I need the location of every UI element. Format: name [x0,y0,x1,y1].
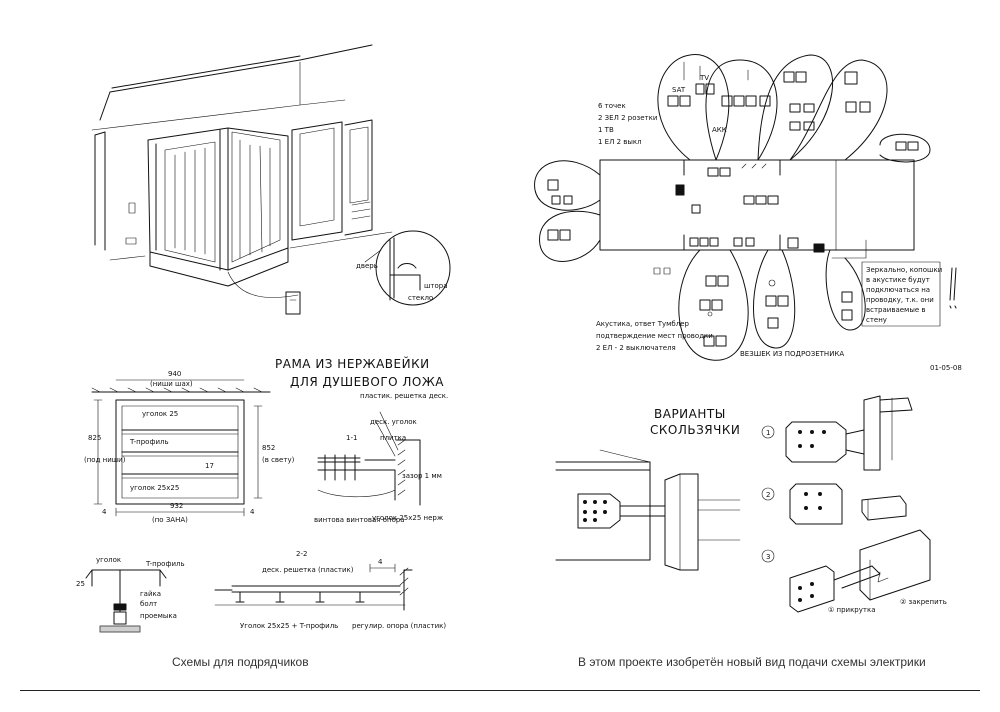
bottom-rule [20,690,980,691]
note-main-6: стену [866,316,887,324]
balloon-top-right [757,54,833,161]
label-tile: плитка [380,434,406,442]
variant-3-number: 3 [766,553,770,561]
sliding-variant-2: 2 [761,483,907,525]
note-main-4: проводку, т.к. они [866,296,934,304]
frame-title: РАМА ИЗ НЕРЖАВЕЙКИ ДЛЯ ДУШЕВОГО ЛОЖА [275,356,444,389]
label-adjustable-support: регулир. опора (пластик) [352,622,446,630]
balloon-top-far-right [789,59,888,161]
balloon-bottom-right [825,249,866,331]
label-t-profile: T-профиль [129,438,169,446]
dim-right: 852 [262,444,275,452]
balloon-top-left [657,54,730,161]
label-gap: зазор 1 мм [402,472,442,480]
hint-six-points: 6 точек [598,102,626,110]
socket-symbols [547,61,919,347]
note-main-3: подключаться на [866,286,930,294]
sliding-variant-3: 3 ① прикрутка ② закрепить [761,529,947,614]
legend-line-2: подтверждение мест проводки [596,332,713,340]
label-zakrepit: ② закрепить [900,598,947,606]
balloon-left-lower [539,210,601,262]
dim-left-sub: (под ниши) [84,456,126,464]
label-curtain: штора [424,282,448,290]
hint-switches: 1 ЕЛ 2 выкл [598,138,642,146]
label-17: 17 [205,462,214,470]
frame-title-line2: ДЛЯ ДУШЕВОГО ЛОЖА [290,375,444,389]
sliding-title-line2: СКОЛЬЗЯЧКИ [650,423,740,437]
label-corner-small: уголок [96,556,121,564]
sliding-title-line1: ВАРИАНТЫ [654,407,726,421]
label-deck-grid: деск. решетка (пластик) [262,566,354,574]
dim-width-top: 940 [168,370,181,378]
room-perspective-sketch: дверь штора стекло [91,44,451,315]
label-sat: SAT [672,86,686,94]
electrical-plan: 6 точек 2 ЗЕЛ 2 розетки 1 ТВ 1 ЕЛ 2 выкл… [534,54,962,372]
dim-4-right: 4 [250,508,255,516]
balloon-right-small [879,133,931,163]
label-screw-support: винтова винтовая опора [314,516,405,524]
balloon-left-upper [534,160,601,211]
label-tv: TV [699,74,709,82]
caption-left: Схемы для подрядчиков [172,655,309,669]
legend-line-1: Акустика, ответ Тумблер [596,320,689,328]
label-corner-steel: уголок 25х25 нерж [372,514,444,522]
note-main-5: встраиваемые в [866,306,926,314]
label-deck-corner: деск. уголок [370,418,417,426]
label-corner-25-t: Уголок 25х25 + T-профиль [240,622,338,630]
section-1-1-drawing: 1-1 пластик. решетка деск. деск. уголок … [314,392,448,524]
hint-two-sockets: 2 ЗЕЛ 2 розетки [598,114,657,122]
label-bracket: проемыка [140,612,177,620]
variant-2-number: 2 [766,491,770,499]
sliding-variant-1: 1 [761,395,913,471]
note-main-1: Зеркально, копошки [866,266,942,274]
label-door: дверь [356,262,378,270]
dim-right-sub: (в свету) [262,456,295,464]
balloon-bottom-middle [753,249,796,349]
label-plastic-grid: пластик. решетка деск. [360,392,448,400]
sliding-main-drawing [555,449,741,571]
caption-right: В этом проекте изобретён новый вид подач… [578,655,926,669]
label-nut: гайка [140,590,161,598]
section-2-2-drawing: 2-2 деск. решетка (пластик) Уголок 25х25… [214,550,446,630]
frame-title-line1: РАМА ИЗ НЕРЖАВЕЙКИ [275,356,430,371]
section-detail-left: уголок T-профиль 25 гайка болт проемыка [76,556,185,633]
note-main-2: в акустике будут [866,276,930,284]
label-pricrutka: ① прикрутка [828,606,875,614]
balloon-top-middle [705,59,778,161]
hint-one-tv: 1 ТВ [598,126,614,134]
legend-line-3: 2 ЕЛ - 2 выключателя [596,344,676,352]
label-box: ВЕЗШЕК ИЗ ПОДРОЗЕТНИКА [740,350,844,358]
section-1-1-label: 1-1 [346,434,357,442]
label-corner-bottom: уголок 25х25 [130,484,179,492]
label-dim-4: 4 [378,558,383,566]
dim-width-top-sub: (ниши шах) [150,380,193,388]
dim-4-left: 4 [102,508,107,516]
label-corner-top: уголок 25 [142,410,178,418]
balloon-bottom-left [678,249,749,361]
frame-plan-drawing: 940 (ниши шах) уголок 25 T-профиль уголо… [84,370,295,524]
label-t-profile-2: T-профиль [145,560,185,568]
label-akk: АКК [712,126,727,134]
label-bolt: болт [140,600,157,608]
dim-left: 825 [88,434,101,442]
label-date: 01-05-08 [930,364,962,372]
label-dim-25: 25 [76,580,85,588]
label-glass: стекло [408,294,433,302]
sliding-variants-title: ВАРИАНТЫ СКОЛЬЗЯЧКИ [650,407,740,437]
dim-width-bottom-sub: (по ЗАНА) [152,516,188,524]
variant-1-number: 1 [766,429,770,437]
section-2-2-label: 2-2 [296,550,307,558]
dim-width-bottom: 932 [170,502,183,510]
